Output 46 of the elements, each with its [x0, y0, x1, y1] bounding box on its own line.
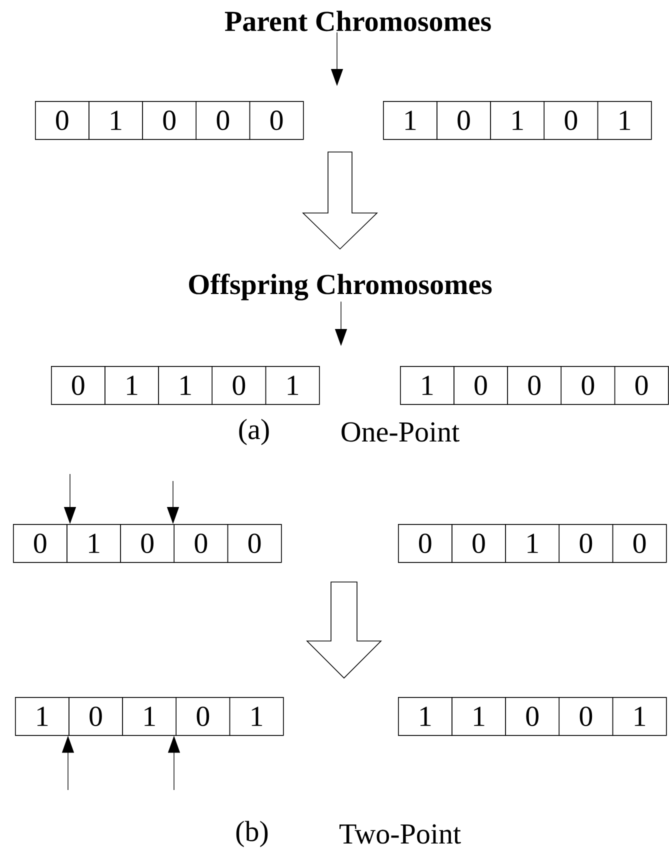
- gene-cell: 1: [490, 101, 544, 140]
- gene-cell: 0: [558, 697, 614, 736]
- heading: Offspring Chromosomes: [189, 274, 492, 300]
- gene-cell: 1: [597, 101, 652, 140]
- gene-cell: 0: [249, 101, 304, 140]
- heading: Parent Chromosomes: [224, 10, 491, 32]
- gene-cell: 0: [452, 524, 506, 563]
- gene-cell: 1: [15, 697, 70, 736]
- gene-cell: 0: [507, 366, 562, 405]
- gene-cell: 0: [196, 101, 250, 140]
- gene-cell: 0: [212, 366, 266, 405]
- gene-cell: 0: [560, 366, 616, 405]
- gene-cell: 0: [142, 101, 196, 140]
- gene-cell: 1: [400, 366, 454, 405]
- gene-cell: 1: [452, 697, 506, 736]
- gene-cell: 0: [558, 524, 614, 563]
- gene-cell: 0: [13, 524, 68, 563]
- gene-cell: 1: [265, 366, 320, 405]
- gene-cell: 1: [229, 697, 284, 736]
- gene-cell: 0: [51, 366, 106, 405]
- gene-cell: 0: [454, 366, 508, 405]
- gene-cell: 1: [398, 697, 452, 736]
- gene-cell: 0: [544, 101, 598, 140]
- caption: One-Point: [342, 422, 460, 442]
- gene-cell: 0: [614, 366, 669, 405]
- gene-cell: 1: [612, 697, 667, 736]
- gene-cell: 0: [398, 524, 452, 563]
- gene-cell: 0: [68, 697, 123, 736]
- caption: (a): [239, 418, 269, 446]
- gene-cell: 1: [505, 524, 560, 563]
- gene-cell: 0: [120, 524, 174, 563]
- gene-cell: 0: [505, 697, 560, 736]
- caption: Two-Point: [340, 824, 461, 844]
- caption: (b): [236, 820, 268, 848]
- gene-cell: 0: [227, 524, 282, 563]
- gene-cell: 1: [88, 101, 143, 140]
- gene-cell: 0: [174, 524, 228, 563]
- gene-cell: 1: [158, 366, 212, 405]
- gene-cell: 1: [383, 101, 438, 140]
- gene-cell: 0: [436, 101, 491, 140]
- gene-cell: 0: [176, 697, 230, 736]
- gene-cell: 1: [104, 366, 159, 405]
- gene-cell: 0: [612, 524, 667, 563]
- gene-cell: 1: [122, 697, 176, 736]
- gene-cell: 0: [35, 101, 90, 140]
- gene-cell: 1: [66, 524, 121, 563]
